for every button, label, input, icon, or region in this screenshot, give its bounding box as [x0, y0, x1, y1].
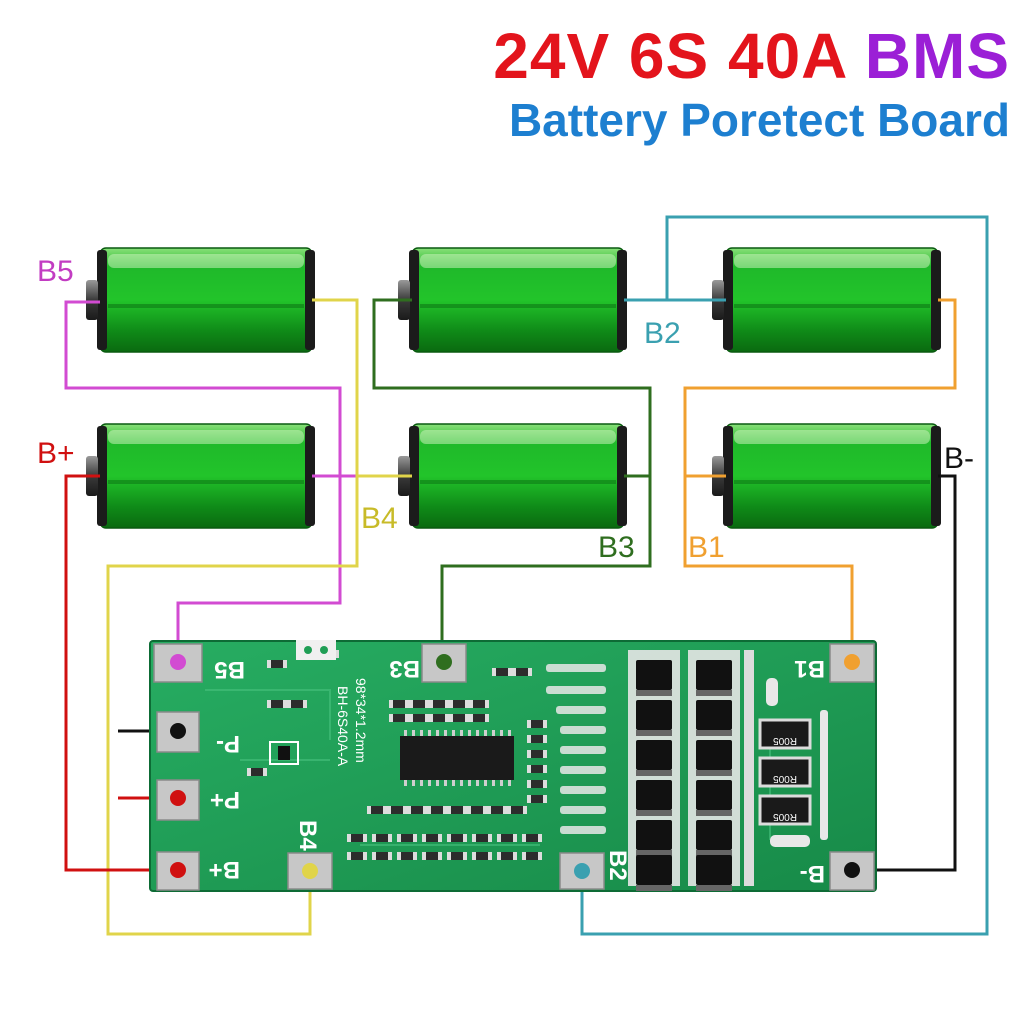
- silk-b1: B1: [794, 655, 825, 682]
- silk-pminus: P-: [216, 730, 240, 757]
- silk-b5: B5: [214, 656, 245, 683]
- silk-b4: B4: [294, 820, 321, 851]
- title-block: 24V 6S 40A BMS Battery Poretect Board: [380, 20, 1010, 148]
- title-current: 40A: [727, 20, 846, 92]
- resistor-label-3: R005: [773, 811, 797, 822]
- label-b5: B5: [37, 255, 74, 288]
- label-b1: B1: [688, 531, 725, 564]
- wire-bminus: [852, 474, 957, 872]
- battery-cell-1: [711, 423, 942, 529]
- wire-b5: [64, 300, 342, 661]
- label-bminus: B-: [944, 442, 974, 475]
- wire-b1: [683, 298, 957, 661]
- battery-cell-5: [85, 423, 316, 529]
- main-title: 24V 6S 40A BMS: [380, 20, 1010, 92]
- wire-b3: [372, 298, 652, 661]
- silk-bminus: B-: [800, 860, 825, 887]
- battery-cell-3: [711, 247, 942, 353]
- label-bplus: B+: [37, 437, 75, 470]
- resistor-label-2: R005: [773, 773, 797, 784]
- label-b3: B3: [598, 531, 635, 564]
- title-voltage: 24V: [493, 20, 611, 92]
- title-kind: BMS: [864, 20, 1010, 92]
- silk-pplus: P+: [210, 786, 240, 813]
- label-b4: B4: [361, 502, 398, 535]
- wire-b5-jump: [312, 474, 359, 566]
- label-b2: B2: [644, 317, 681, 350]
- subtitle: Battery Poretect Board: [508, 94, 1010, 146]
- resistor-label-1: R005: [773, 735, 797, 746]
- wire-b2-run: [580, 215, 989, 936]
- title-cells: 6S: [628, 20, 710, 92]
- pad-b2: [559, 852, 605, 890]
- silk-b2: B2: [604, 850, 631, 881]
- wire-bplus: [64, 474, 176, 872]
- control-ic: [400, 736, 514, 780]
- battery-cell-2: [397, 423, 628, 529]
- silk-b3: B3: [389, 655, 420, 682]
- bms-board: B5 P- P+ B+ B4 B3 B2 B1 B- BH-6S40A-A 98…: [149, 640, 877, 892]
- wire-b4: [106, 298, 359, 936]
- mosfet-array: [628, 650, 754, 891]
- battery-cell-6: [85, 247, 316, 353]
- silk-bplus: B+: [209, 856, 240, 883]
- board-size: 98*34*1.2mm: [353, 678, 369, 763]
- shunt-resistors: R005 R005 R005: [758, 678, 828, 847]
- board-model: BH-6S40A-A: [335, 686, 351, 767]
- battery-cell-4: [397, 247, 628, 353]
